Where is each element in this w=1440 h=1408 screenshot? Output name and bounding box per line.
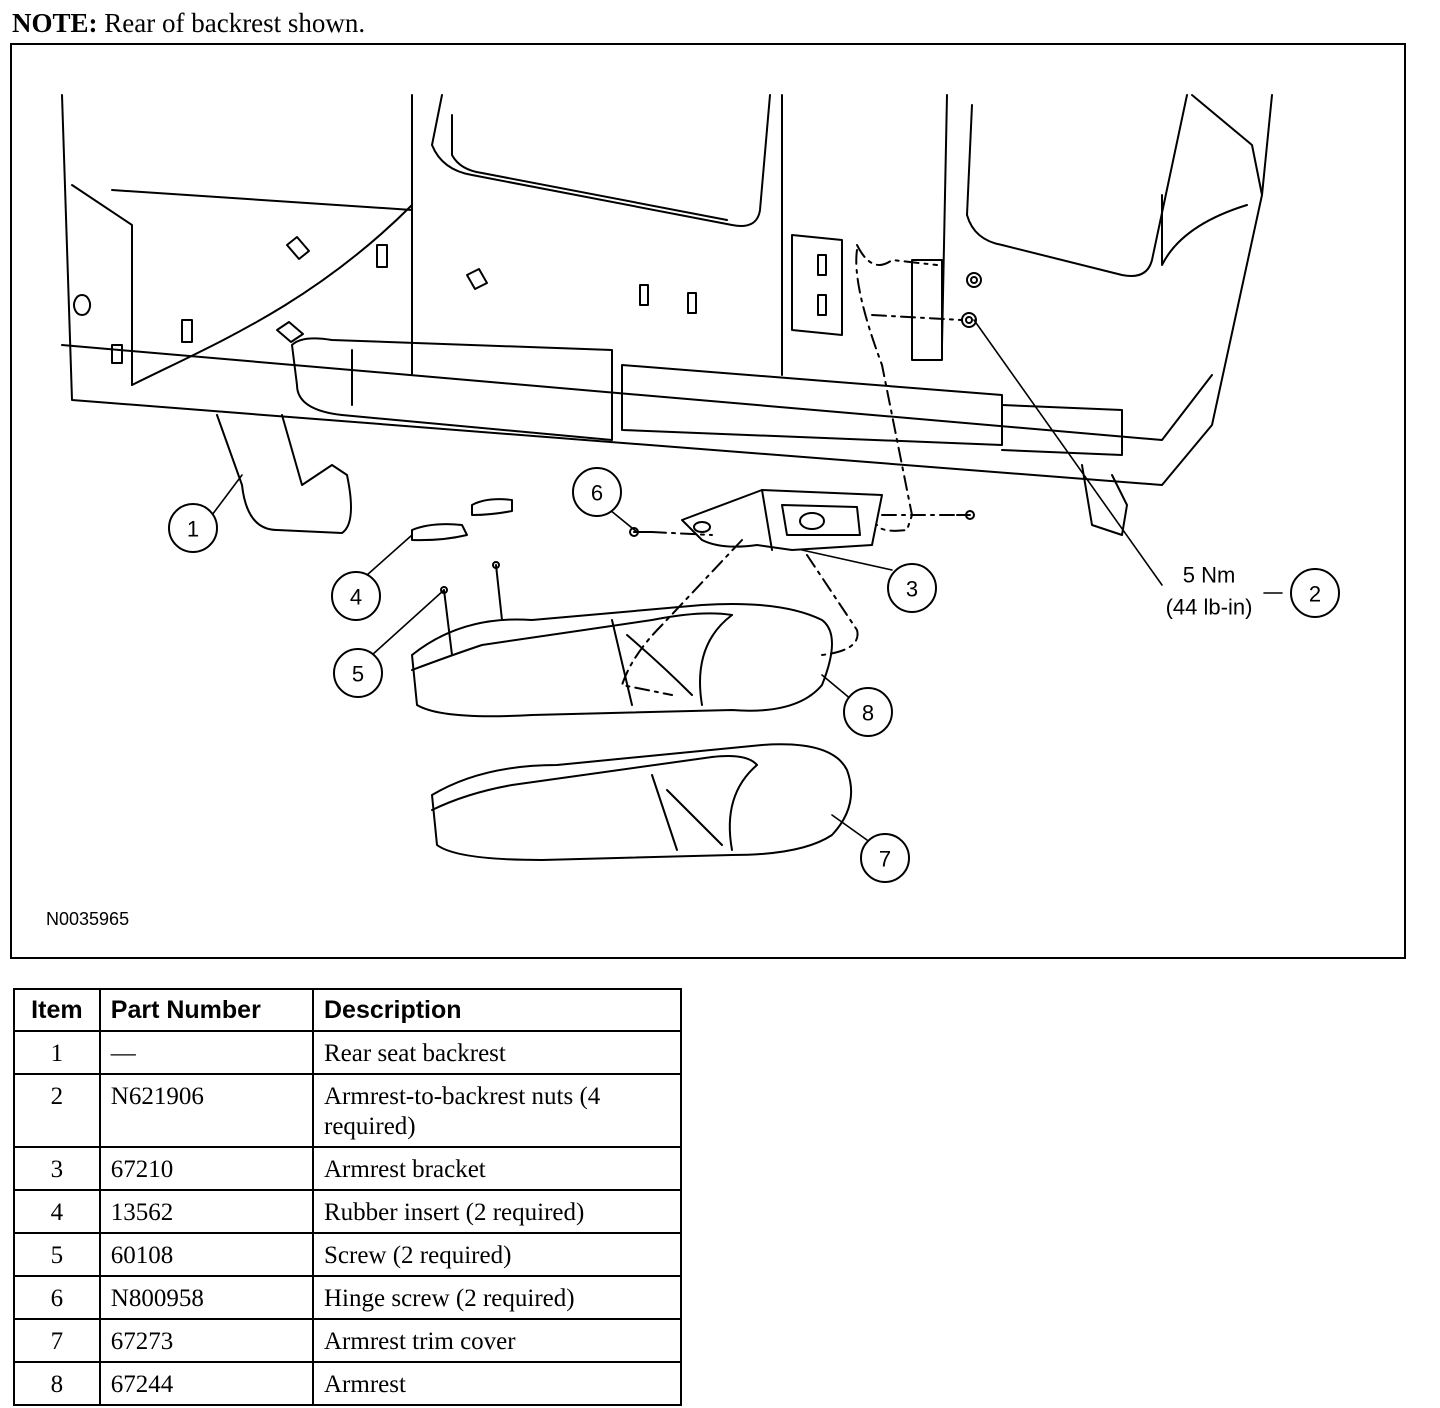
callout-4-label: 4: [350, 585, 362, 610]
cell-item: 5: [13, 1232, 101, 1277]
callout-5-label: 5: [352, 662, 364, 687]
table-row: 8 67244 Armrest: [13, 1361, 682, 1406]
parts-table: Item Part Number Description 1 — Rear se…: [13, 988, 682, 1406]
cell-item: 2: [13, 1073, 101, 1148]
cell-part-number: 67244: [98, 1361, 315, 1406]
table-row: 5 60108 Screw (2 required): [13, 1232, 682, 1277]
cell-part-number: 67273: [98, 1318, 315, 1363]
table-row: 3 67210 Armrest bracket: [13, 1146, 682, 1191]
cell-description: Armrest trim cover: [312, 1318, 682, 1363]
cell-part-number: 13562: [98, 1189, 315, 1234]
backrest-armrest-drawing: 1 2 3 4 5 6 7 8 5 Nm (44 lb-in): [61, 94, 1340, 883]
cell-part-number: —: [98, 1030, 315, 1075]
leader-lines: [211, 319, 1283, 841]
cell-item: 7: [13, 1318, 101, 1363]
cell-item: 6: [13, 1275, 101, 1320]
header-item: Item: [13, 988, 101, 1032]
note-text: Rear of backrest shown.: [104, 8, 366, 38]
table-header-row: Item Part Number Description: [13, 988, 682, 1032]
table-row: 6 N800958 Hinge screw (2 required): [13, 1275, 682, 1320]
callout-7: [860, 833, 910, 883]
cell-description: Rubber insert (2 required): [312, 1189, 682, 1234]
callout-2: [1290, 568, 1340, 618]
cell-description: Armrest: [312, 1361, 682, 1406]
cell-description: Screw (2 required): [312, 1232, 682, 1277]
cell-description: Armrest bracket: [312, 1146, 682, 1191]
callout-2-label: 2: [1309, 582, 1321, 607]
backrest-frame: [61, 94, 1273, 536]
table-row: 2 N621906 Armrest-to-backrest nuts (4 re…: [13, 1073, 682, 1148]
callout-7-label: 7: [879, 847, 891, 872]
cell-part-number: 67210: [98, 1146, 315, 1191]
armrest-trim-cover: [431, 743, 853, 861]
cell-item: 1: [13, 1030, 101, 1075]
cell-item: 8: [13, 1361, 101, 1406]
rubber-inserts: [411, 498, 513, 542]
cell-description: Armrest-to-backrest nuts (4 required): [312, 1073, 682, 1148]
header-part-number: Part Number: [98, 988, 315, 1032]
callout-8-label: 8: [862, 701, 874, 726]
armrest: [411, 603, 833, 718]
table-row: 7 67273 Armrest trim cover: [13, 1318, 682, 1363]
callout-4: [331, 571, 381, 621]
assembly-phantom-line: [621, 244, 963, 696]
figure-id: N0035965: [46, 909, 130, 929]
cell-description: Hinge screw (2 required): [312, 1275, 682, 1320]
exploded-view-illustration: 1 2 3 4 5 6 7 8 5 Nm (44 lb-in) N0035965: [10, 43, 1406, 959]
cell-description: Rear seat backrest: [312, 1030, 682, 1075]
note: NOTE: Rear of backrest shown.: [12, 6, 365, 40]
torque-line-1: 5 Nm: [1183, 563, 1236, 588]
callout-1: [168, 503, 218, 553]
callout-3: [887, 563, 937, 613]
armrest-bracket: [681, 489, 883, 551]
torque-line-2: (44 lb-in): [1166, 595, 1253, 620]
nuts: [961, 272, 982, 328]
callouts: [168, 467, 1340, 883]
table-row: 4 13562 Rubber insert (2 required): [13, 1189, 682, 1234]
header-description: Description: [312, 988, 682, 1032]
table-row: 1 — Rear seat backrest: [13, 1030, 682, 1075]
callout-6-label: 6: [591, 481, 603, 506]
cell-part-number: 60108: [98, 1232, 315, 1277]
cell-item: 4: [13, 1189, 101, 1234]
cell-part-number: N800958: [98, 1275, 315, 1320]
callout-6: [572, 467, 622, 517]
callout-8: [843, 687, 893, 737]
cell-item: 3: [13, 1146, 101, 1191]
callout-5: [333, 648, 383, 698]
callout-1-label: 1: [187, 517, 199, 542]
note-label: NOTE:: [12, 8, 98, 38]
cell-part-number: N621906: [98, 1073, 315, 1148]
callout-3-label: 3: [906, 577, 918, 602]
